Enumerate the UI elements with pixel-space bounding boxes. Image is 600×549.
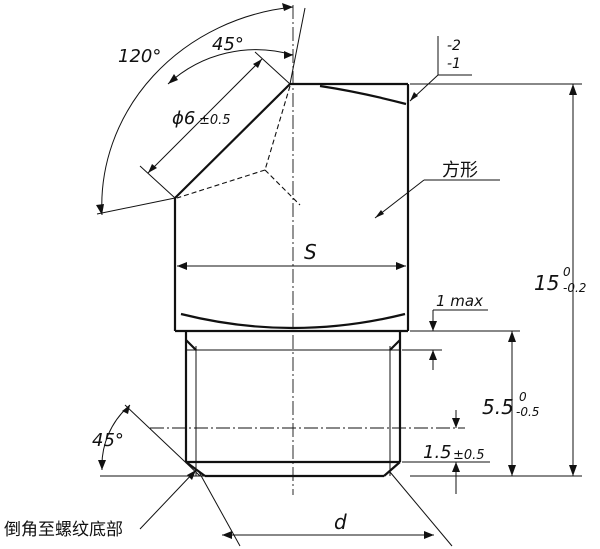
chamfer-leader xyxy=(409,36,472,102)
across-flats-dimension xyxy=(177,262,406,270)
label-thread-len: 5.5 xyxy=(482,395,514,419)
label-dia-6-tol: ±0.5 xyxy=(199,113,231,128)
label-chamfer-note: 倒角至螺纹底部 xyxy=(4,520,123,540)
angle-45-top-dimension xyxy=(167,49,294,85)
square-note-leader xyxy=(374,179,500,219)
diameter-6-dimension xyxy=(139,51,291,199)
label-height-15-lo: -0.2 xyxy=(563,281,586,295)
label-angle-45-bottom: 45° xyxy=(92,430,124,451)
label-height-15: 15 xyxy=(534,271,559,295)
label-max-1: 1 max xyxy=(436,292,483,310)
body-outline xyxy=(173,82,410,333)
label-thread-len-up: 0 xyxy=(519,390,527,404)
max-1-dimension xyxy=(402,309,520,370)
label-groove: 1.5 xyxy=(423,442,452,463)
hidden-cone-lines xyxy=(176,85,301,206)
threaded-shank xyxy=(184,331,402,478)
label-height-15-up: 0 xyxy=(563,265,571,279)
label-angle-120: 120° xyxy=(118,46,161,67)
thread-d-dimension xyxy=(198,471,453,547)
label-angle-45-top: 45° xyxy=(212,34,244,55)
angle-45-bottom-dimension xyxy=(98,404,205,477)
label-square-note: 方形 xyxy=(442,160,478,181)
label-dia-6: ϕ6 xyxy=(172,108,195,129)
label-across-flats: S xyxy=(304,240,317,264)
label-chamfer-sub: -1 xyxy=(447,56,461,72)
thread-length-dimension xyxy=(508,331,516,476)
groove-dimension xyxy=(150,410,490,494)
label-thread-len-lo: -0.5 xyxy=(516,405,539,419)
label-chamfer-main: -2 xyxy=(447,38,461,54)
label-thread-d: d xyxy=(334,510,347,534)
chamfer-note-leader xyxy=(139,469,197,530)
label-groove-tol: ±0.5 xyxy=(453,448,485,463)
height-15-dimension xyxy=(410,83,582,477)
angle-120-dimension xyxy=(96,3,306,216)
